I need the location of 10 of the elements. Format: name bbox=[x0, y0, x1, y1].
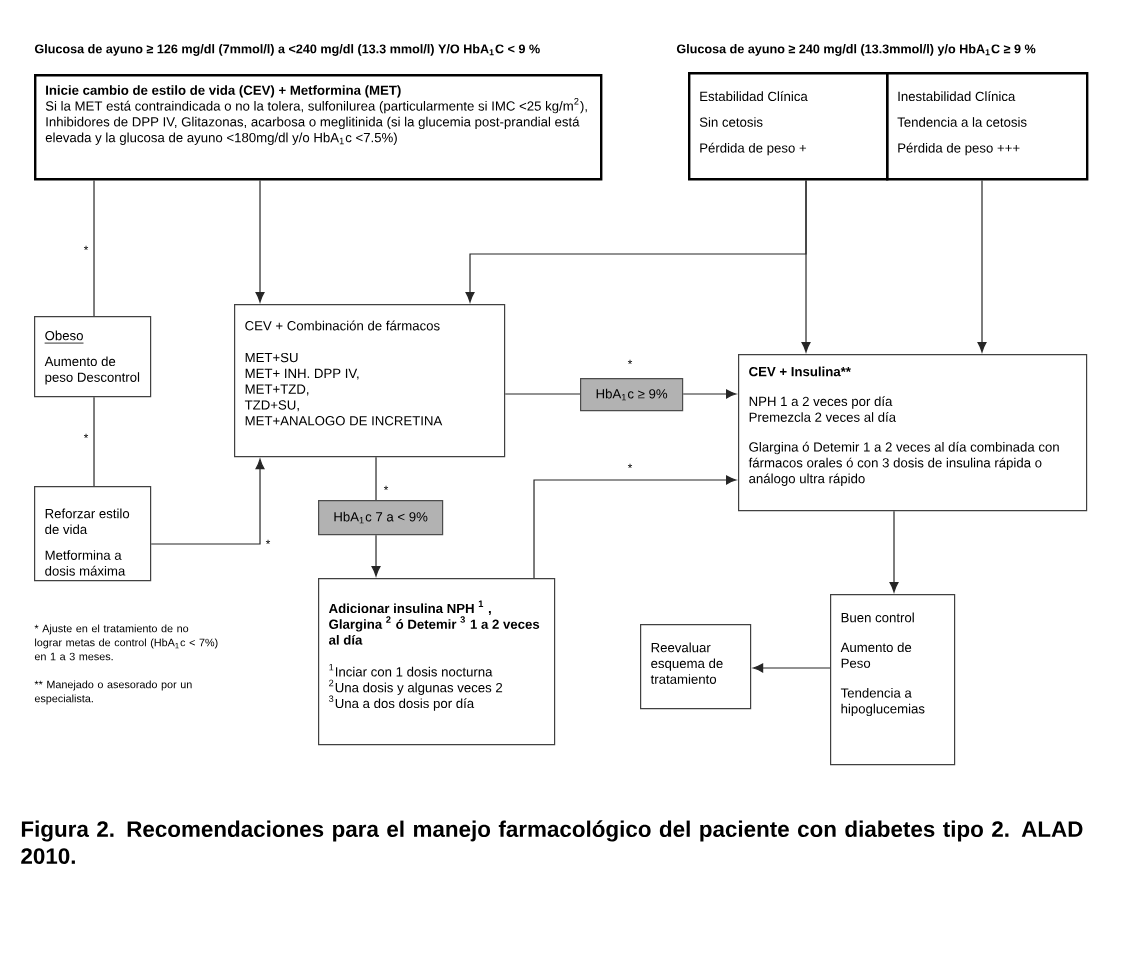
arrow bbox=[889, 510, 899, 593]
arrow bbox=[752, 663, 831, 673]
arrow bbox=[977, 179, 987, 353]
figure-caption: Figura 2. Recomendaciones para el manejo farmacológico del paciente con diabetes tipo 2. ALAD 2010. bbox=[21, 820, 1083, 865]
arrow bbox=[533, 475, 737, 579]
arrow bbox=[255, 179, 265, 303]
arrow bbox=[801, 179, 811, 353]
arrow bbox=[371, 534, 381, 577]
arrow bbox=[682, 389, 737, 399]
arrow bbox=[150, 458, 265, 545]
